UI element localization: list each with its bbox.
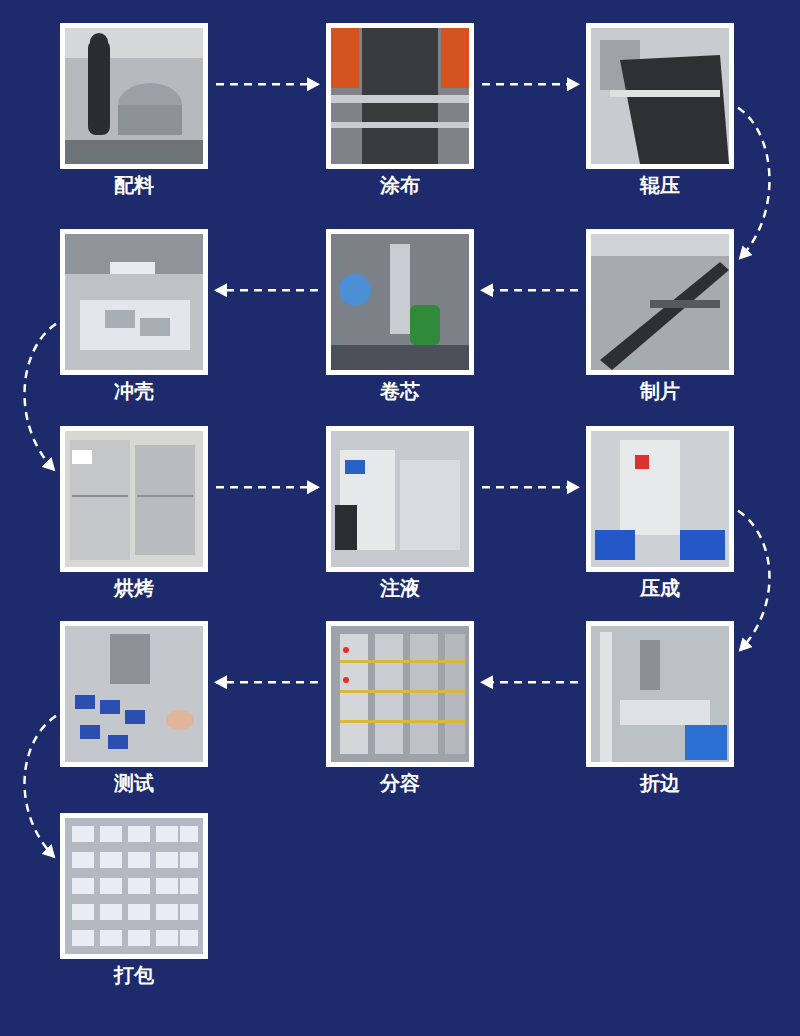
step-label: 注液 [380,576,420,600]
photo-step-box: 辊压 [586,23,734,169]
photo-step-box: 制片 [586,229,734,375]
dashed-flow-arrow [738,511,769,651]
dashed-flow-arrow [216,83,318,86]
step-label: 卷芯 [380,379,420,403]
photo-step-box: 压成 [586,426,734,572]
step-label: 测试 [114,771,154,795]
dashed-flow-arrow [482,83,578,86]
step-label: 辊压 [640,173,680,197]
testing-photo [65,626,203,762]
rolling-photo [591,28,729,164]
step-label: 配料 [114,173,154,197]
photo-step-box: 烘烤 [60,426,208,572]
folding-photo [591,626,729,762]
dashed-flow-arrow [25,324,56,470]
photo-step-box: 打包 [60,813,208,959]
filling-photo [331,431,469,567]
step-label: 折边 [640,771,680,795]
step-label: 涂布 [380,173,420,197]
mixing-photo [65,28,203,164]
step-label: 压成 [640,576,680,600]
step-label: 打包 [114,963,154,987]
pressing-photo [591,431,729,567]
photo-step-box: 注液 [326,426,474,572]
winding-photo [331,234,469,370]
photo-step-box: 折边 [586,621,734,767]
coating-photo [331,28,469,164]
step-label: 分容 [380,771,420,795]
step-label: 制片 [640,379,680,403]
photo-step-box: 测试 [60,621,208,767]
dashed-flow-arrow [25,716,56,857]
dashed-flow-arrow [482,681,578,684]
photo-step-box: 涂布 [326,23,474,169]
slitting-photo [591,234,729,370]
baking-photo [65,431,203,567]
photo-step-box: 分容 [326,621,474,767]
step-label: 冲壳 [114,379,154,403]
dashed-flow-arrow [216,681,318,684]
step-label: 烘烤 [114,576,154,600]
dashed-flow-arrow [482,486,578,489]
grading-photo [331,626,469,762]
photo-step-box: 配料 [60,23,208,169]
packing-photo [65,818,203,954]
dashed-flow-arrow [738,108,769,259]
dashed-flow-arrow [216,289,318,292]
dashed-flow-arrow [216,486,318,489]
photo-step-box: 冲壳 [60,229,208,375]
punching-photo [65,234,203,370]
dashed-flow-arrow [482,289,578,292]
photo-step-box: 卷芯 [326,229,474,375]
